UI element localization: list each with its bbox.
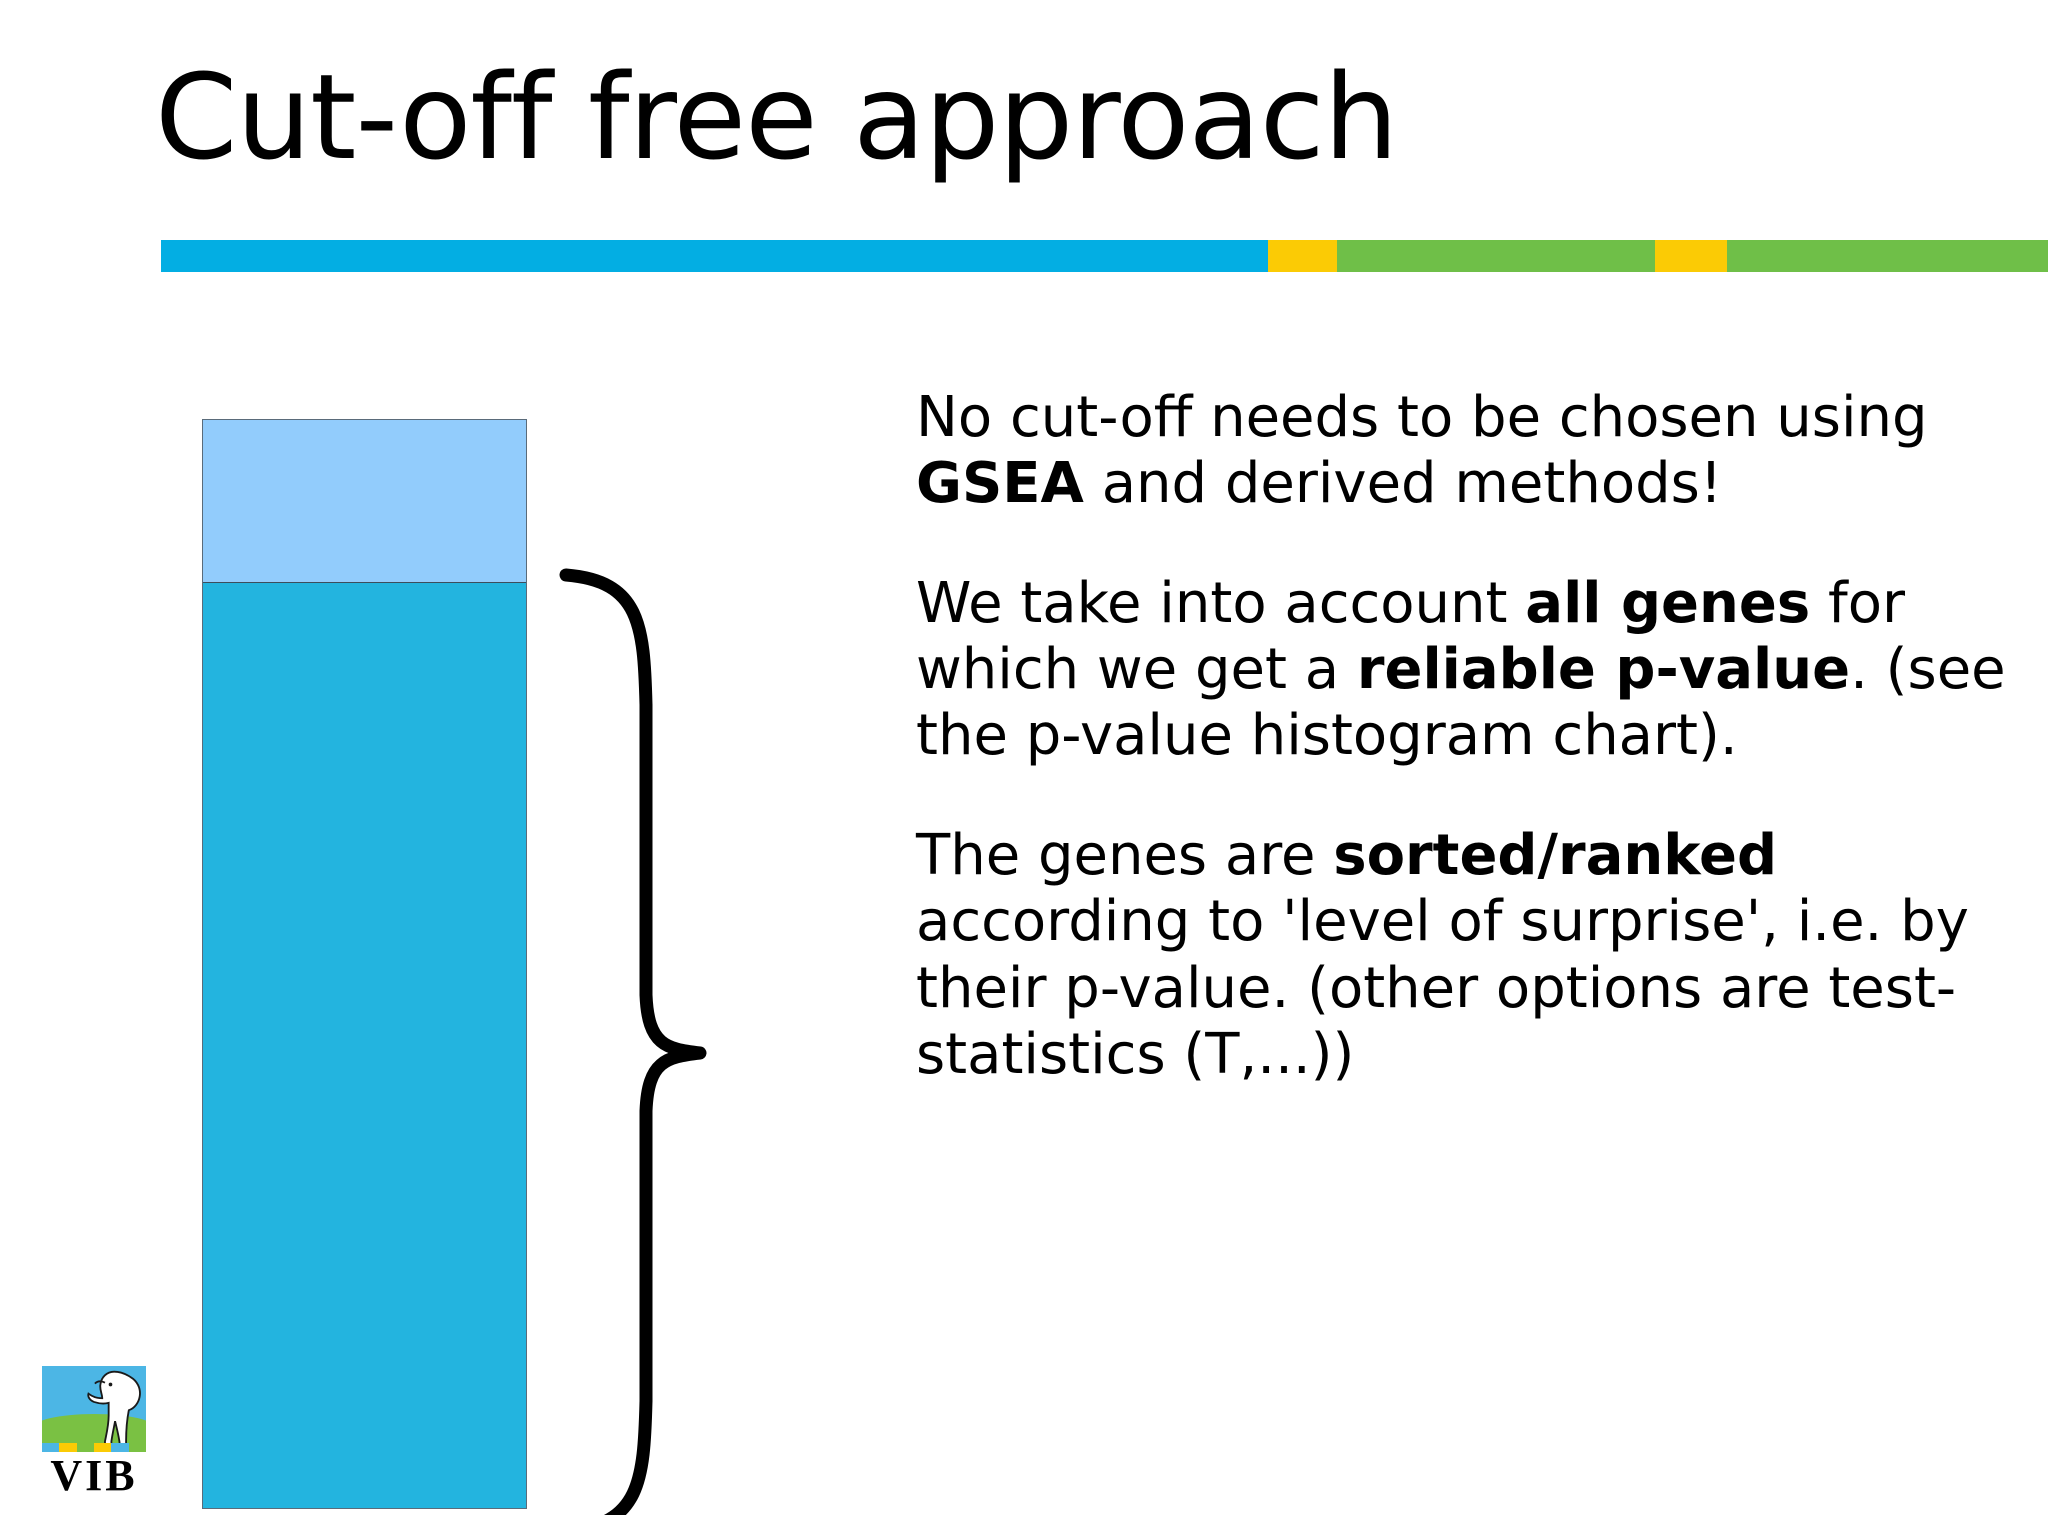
- yellow-segment-2: [1655, 240, 1727, 272]
- run-text: No cut-off needs to be chosen using: [916, 385, 1928, 450]
- logo-stripe: [93, 1443, 112, 1452]
- run-bold: all genes: [1525, 571, 1811, 637]
- yellow-segment: [1268, 240, 1337, 272]
- bar-segment-unused-genes: [203, 420, 526, 584]
- run-text: according to 'level of surprise', i.e. b…: [916, 889, 1969, 1087]
- run-text: for which we get a: [916, 571, 1906, 703]
- run-bold: GSEA: [916, 451, 1084, 517]
- page-title: Cut-off free approach: [155, 48, 1398, 186]
- run-text: and derived methods!: [1083, 451, 1723, 517]
- vib-wordmark: VIB: [50, 1451, 138, 1500]
- bar-segment-reliable-pvalue-genes: [203, 583, 526, 1508]
- logo-stripe: [128, 1443, 146, 1452]
- run-text: . (see the p-value histogram chart).: [916, 637, 2006, 769]
- logo-stripe: [42, 1443, 60, 1452]
- logo-cow-icon: [86, 1370, 141, 1450]
- run-text: We take into account: [916, 571, 1526, 637]
- vib-logo: VIB: [42, 1366, 150, 1506]
- run-bold: reliable p-value: [1356, 637, 1851, 703]
- logo-stripe-row: [42, 1443, 146, 1452]
- curly-brace-annotation: [559, 568, 707, 1515]
- logo-stripe: [111, 1443, 129, 1452]
- vib-logo-picture: [42, 1366, 146, 1452]
- logo-stripe: [59, 1443, 77, 1452]
- paragraph-no-cutoff: No cut-off needs to be chosen using GSEA…: [916, 385, 2006, 517]
- run-bold: sorted/ranked: [1333, 823, 1778, 889]
- paragraph-all-genes: We take into account all genes for which…: [916, 571, 2006, 769]
- logo-stripe: [76, 1443, 94, 1452]
- body-text-column: No cut-off needs to be chosen using GSEA…: [916, 385, 2006, 1088]
- title-accent-rule: [161, 240, 2048, 272]
- paragraph-sorted-ranked: The genes are sorted/ranked according to…: [916, 823, 2006, 1087]
- stacked-bar-chart: [202, 419, 527, 1509]
- run-text: The genes are: [916, 823, 1334, 889]
- blue-segment: [161, 240, 1268, 272]
- green-segment: [1337, 240, 1655, 272]
- green-segment-2: [1727, 240, 2048, 272]
